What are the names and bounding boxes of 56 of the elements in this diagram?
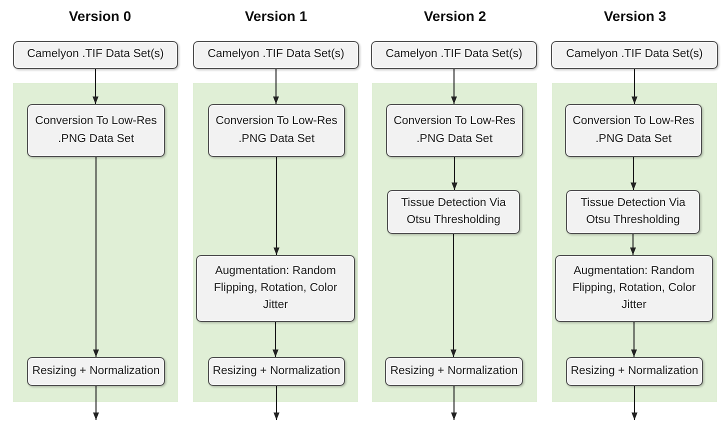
- process-box: [13, 41, 178, 69]
- arrow: [631, 386, 638, 420]
- panel-background: [372, 83, 537, 402]
- box-label: Tissue Detection Via Otsu Thresholding: [580, 196, 686, 228]
- process-box: [371, 41, 537, 69]
- panel-background: [552, 83, 717, 402]
- arrow: [450, 234, 457, 357]
- process-box: [566, 357, 703, 386]
- arrow: [630, 322, 638, 357]
- panel-background: [193, 83, 358, 402]
- box-label: Resizing + Normalization: [570, 364, 700, 379]
- box-label: Conversion To Low-Res .PNG Data Set: [214, 114, 338, 146]
- process-box: [208, 104, 345, 157]
- box-label: Augmentation: Random Flipping, Rotation, Color Jitter: [571, 264, 697, 314]
- arrow: [273, 386, 280, 420]
- box-label: Camelyon .TIF Data Set(s): [384, 47, 524, 62]
- process-box: [193, 41, 359, 69]
- panel-background: [13, 83, 178, 402]
- arrow: [92, 157, 100, 357]
- process-box: [387, 190, 520, 234]
- box-label: Tissue Detection Via Otsu Thresholding: [400, 196, 507, 228]
- arrow: [92, 69, 99, 104]
- process-box: [208, 357, 345, 386]
- process-box: [385, 357, 523, 386]
- column-heading: Version 2: [422, 8, 488, 24]
- box-label: Camelyon .TIF Data Set(s): [565, 47, 704, 62]
- process-box: [196, 255, 355, 322]
- column-heading: Version 1: [244, 8, 308, 24]
- process-box: [386, 104, 523, 157]
- arrow: [272, 322, 279, 357]
- arrow: [630, 234, 636, 255]
- box-label: Resizing + Normalization: [31, 364, 161, 379]
- arrow: [272, 69, 280, 104]
- box-label: Conversion To Low-Res .PNG Data Set: [34, 114, 158, 146]
- process-box: [551, 41, 718, 69]
- box-label: Augmentation: Random Flipping, Rotation, Color Jitter: [212, 264, 338, 314]
- process-box: [565, 104, 702, 157]
- process-box: [555, 255, 713, 322]
- arrow: [273, 157, 280, 255]
- box-label: Conversion To Low-Res .PNG Data Set: [572, 114, 696, 146]
- arrow: [450, 69, 458, 104]
- process-box: [27, 357, 165, 386]
- box-label: Camelyon .TIF Data Set(s): [206, 47, 346, 62]
- box-label: Resizing + Normalization: [212, 364, 342, 379]
- box-label: Camelyon .TIF Data Set(s): [26, 47, 165, 62]
- process-box: [27, 104, 165, 157]
- arrow: [450, 386, 458, 420]
- column-heading: Version 3: [602, 8, 668, 24]
- box-label: Resizing + Normalization: [389, 364, 519, 379]
- process-box: [566, 190, 700, 234]
- arrow: [630, 157, 637, 190]
- arrow: [451, 157, 458, 190]
- column-heading: Version 0: [68, 8, 132, 24]
- box-label: Conversion To Low-Res .PNG Data Set: [392, 114, 516, 146]
- arrow: [92, 386, 100, 420]
- arrow: [631, 69, 638, 104]
